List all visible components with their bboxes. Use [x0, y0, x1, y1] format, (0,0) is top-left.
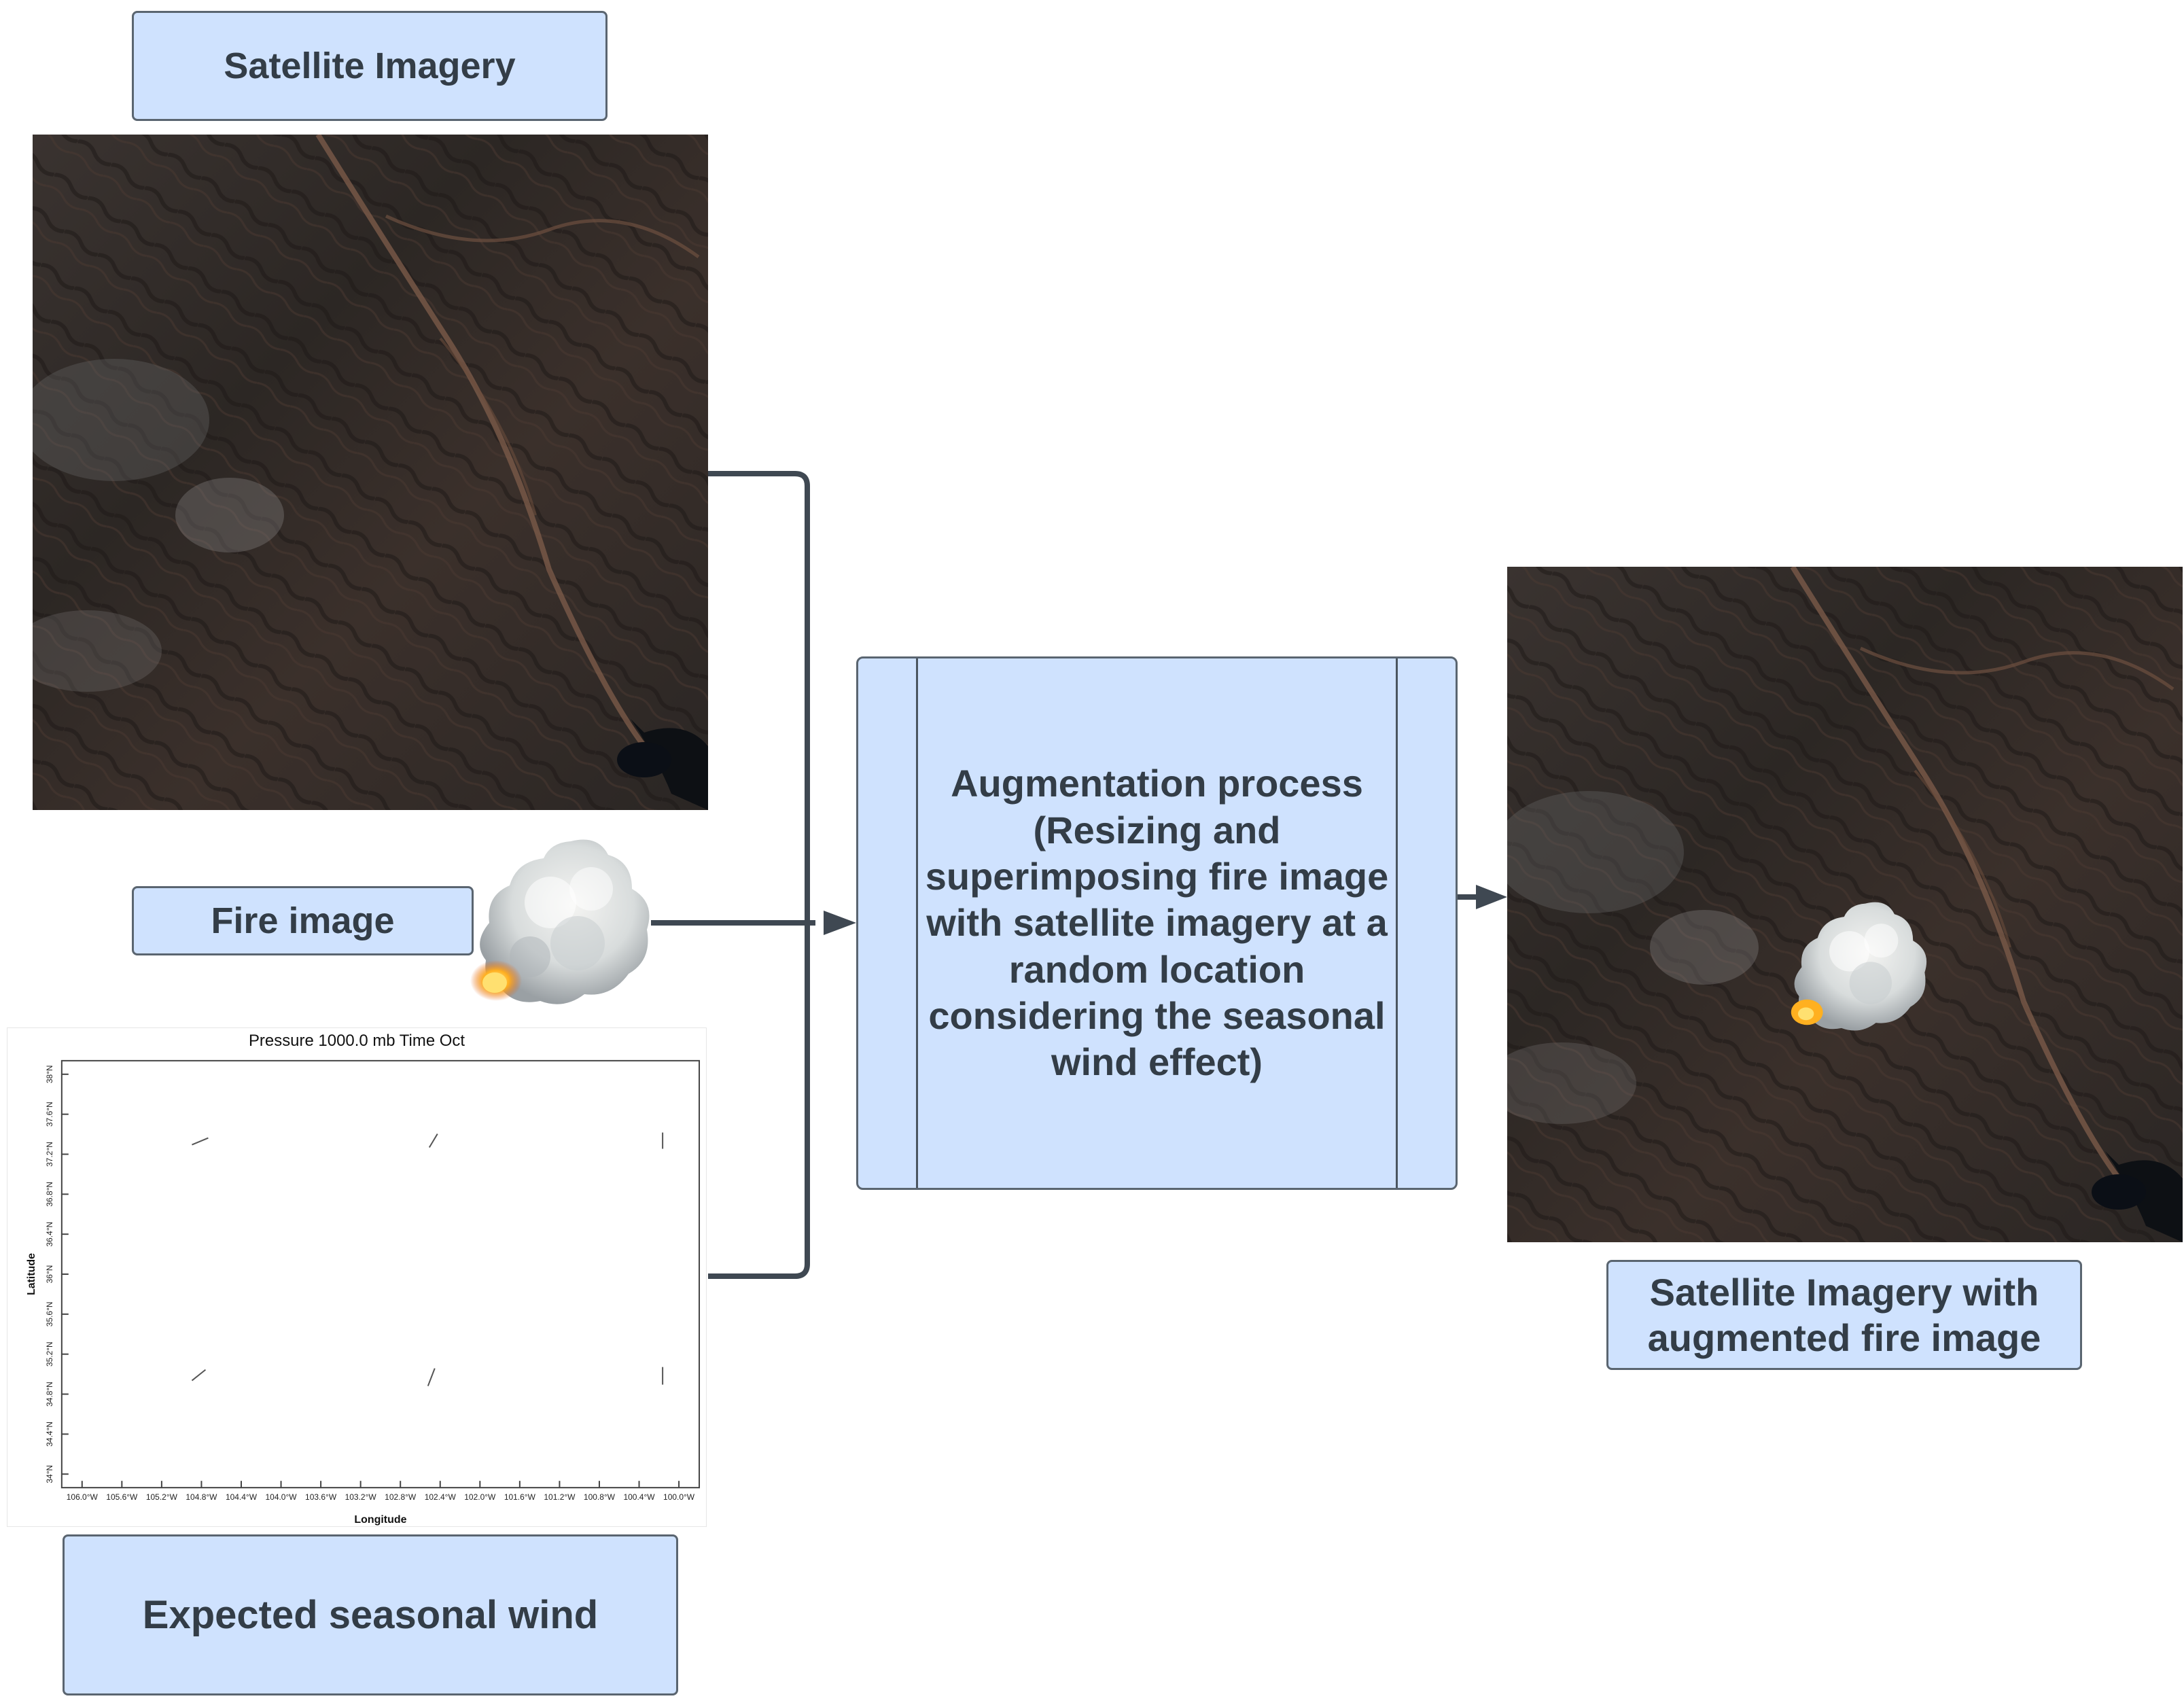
wind-plot-x-tick-label: 101.2°W	[544, 1492, 576, 1502]
process-right-divider	[1396, 658, 1398, 1188]
fire-image-label-text: Fire image	[211, 900, 395, 941]
wind-plot-y-tick-label: 36°N	[45, 1265, 54, 1284]
connector-wind	[708, 911, 810, 1279]
wind-vector	[428, 1133, 438, 1148]
wind-plot-y-tick-label: 37.2°N	[45, 1142, 54, 1167]
wind-plot-y-tick-label: 35.6°N	[45, 1301, 54, 1326]
wind-plot-x-tick-label: 105.2°W	[146, 1492, 178, 1502]
wind-plot-title: Pressure 1000.0 mb Time Oct	[249, 1032, 465, 1050]
wind-plot-x-tick-label: 106.0°W	[67, 1492, 99, 1502]
wind-plot-x-tick-label: 103.6°W	[305, 1492, 337, 1502]
wind-plot-y-tick-label: 36.4°N	[45, 1222, 54, 1247]
wind-plot-y-ticks: 34°N 34.4°N 34.8°N 35.2°N 35.6°N 36°N 36.4°N 36…	[45, 1065, 69, 1483]
wind-plot-frame	[60, 1059, 701, 1489]
wind-plot-x-tick-label: 102.8°W	[385, 1492, 417, 1502]
expected-seasonal-wind-label-text: Expected seasonal wind	[142, 1592, 599, 1637]
process-left-divider	[916, 658, 918, 1188]
wind-plot-x-tick-label: 104.4°W	[226, 1492, 258, 1502]
wind-plot-y-tick-label: 35.2°N	[45, 1341, 54, 1367]
augmentation-process-text: Augmentation process (Resizing and super…	[925, 762, 1389, 1084]
wind-plot-y-tick-label: 34.4°N	[45, 1422, 54, 1447]
wind-plot-xlabel: Longitude	[354, 1514, 406, 1526]
wind-plot-x-tick-label: 100.0°W	[663, 1492, 695, 1502]
wind-vector	[427, 1368, 436, 1386]
wind-plot-ylabel: Latitude	[26, 1253, 37, 1295]
wind-plot-y-tick-label: 38°N	[45, 1065, 54, 1083]
wind-vectors	[191, 1132, 664, 1386]
fire-image-label: Fire image	[132, 886, 474, 955]
wind-plot-y-tick-label: 34°N	[45, 1465, 54, 1483]
satellite-imagery-label: Satellite Imagery	[132, 11, 607, 121]
augmented-satellite-image	[1507, 567, 2183, 1242]
augmented-output-label-text: Satellite Imagery with augmented fire im…	[1647, 1270, 2041, 1359]
wind-plot-x-tick-label: 104.0°W	[266, 1492, 298, 1502]
wind-plot-x-tick-label: 104.8°W	[186, 1492, 217, 1502]
wind-plot: Pressure 1000.0 mb Time Oct 34°N34.4°N34…	[7, 1027, 707, 1527]
wind-vector	[191, 1369, 207, 1382]
arrow-to-output	[1476, 885, 1507, 909]
fire-image	[470, 839, 650, 1004]
wind-plot-x-tick-label: 103.2°W	[345, 1492, 377, 1502]
wind-plot-x-ticks: 106.0°W 105.6°W 105.2°W 104.8°W 104.4°W 104.0…	[67, 1481, 695, 1502]
wind-plot-y-tick-label: 37.6°N	[45, 1102, 54, 1127]
wind-plot-x-tick-label: 101.6°W	[504, 1492, 536, 1502]
wind-plot-x-tick-label: 102.0°W	[464, 1492, 496, 1502]
wind-plot-y-tick-label: 34.8°N	[45, 1382, 54, 1407]
augmented-output-label: Satellite Imagery with augmented fire im…	[1606, 1260, 2082, 1370]
wind-plot-x-tick-label: 105.6°W	[106, 1492, 138, 1502]
wind-plot-x-tick-label: 100.8°W	[584, 1492, 616, 1502]
wind-vector	[192, 1137, 209, 1146]
superimposed-fire	[1791, 902, 1927, 1031]
arrow-to-process	[824, 911, 856, 935]
wind-plot-y-tick-label: 36.8°N	[45, 1182, 54, 1207]
augmentation-process-box: Augmentation process (Resizing and super…	[856, 656, 1458, 1190]
satellite-image	[33, 135, 708, 810]
expected-seasonal-wind-label: Expected seasonal wind	[63, 1534, 678, 1695]
satellite-imagery-label-text: Satellite Imagery	[224, 45, 516, 86]
connector-satellite	[708, 471, 810, 911]
wind-plot-x-tick-label: 102.4°W	[425, 1492, 457, 1502]
wind-plot-x-tick-label: 100.4°W	[623, 1492, 655, 1502]
